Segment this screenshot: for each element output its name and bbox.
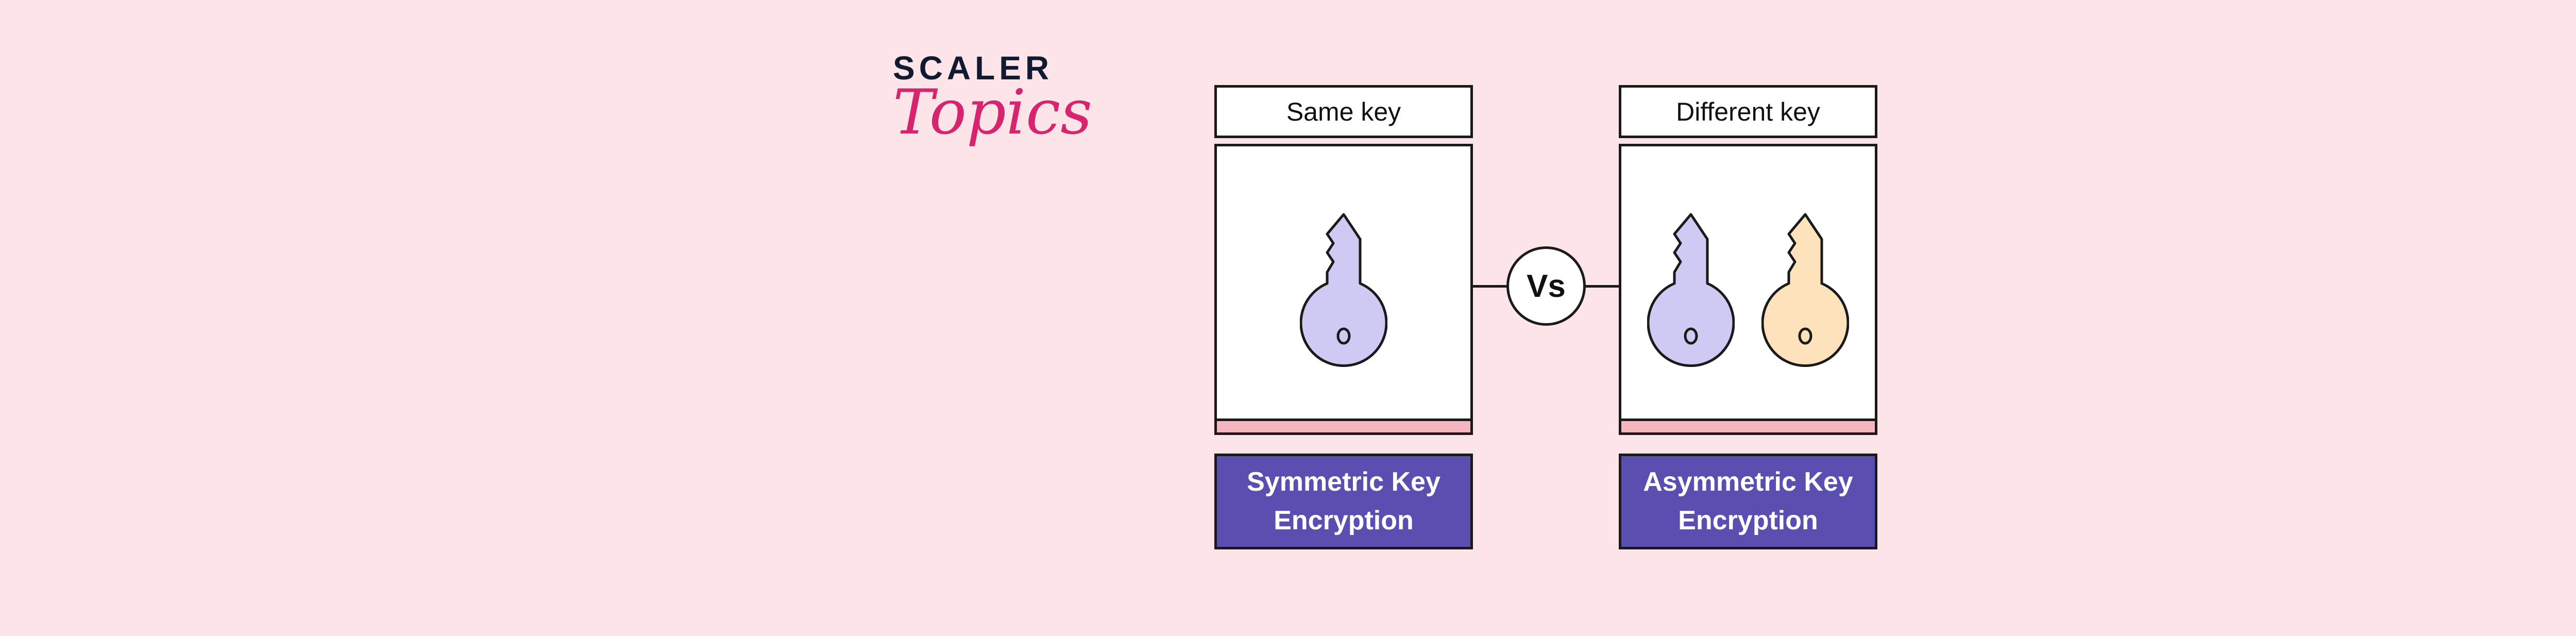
asymmetric-title-line1: Asymmetric Key [1643,466,1853,497]
key-icon-orange [1761,213,1849,367]
logo: SCALER Topics [893,49,1092,148]
symmetric-title-line2: Encryption [1274,506,1414,535]
symmetric-title-line1: Symmetric Key [1247,466,1440,497]
panel-strip [1621,419,1875,432]
vs-circle: Vs [1506,246,1586,326]
same-key-text: Same key [1286,97,1401,126]
asymmetric-panel [1619,144,1877,435]
different-key-label: Different key [1619,85,1877,138]
same-key-label: Same key [1214,85,1473,138]
logo-topics: Topics [893,77,1092,148]
symmetric-panel [1214,144,1473,435]
different-key-text: Different key [1676,97,1820,126]
panel-strip [1217,419,1470,432]
asymmetric-title-line2: Encryption [1678,506,1818,535]
vs-label: Vs [1527,268,1566,304]
logo-scaler: SCALER [893,49,1054,87]
key-icon-purple [1300,213,1387,367]
key-icon-purple [1647,213,1735,367]
